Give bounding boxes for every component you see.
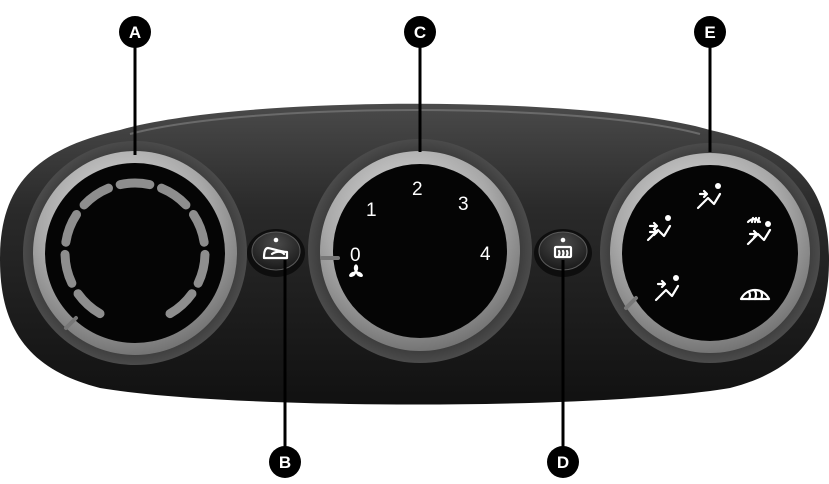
callout-d-label: D — [557, 453, 569, 472]
callout-a: A — [119, 16, 151, 48]
callout-e: E — [694, 16, 726, 48]
air-distribution-knob[interactable] — [600, 143, 820, 363]
callout-a-label: A — [129, 23, 141, 42]
callout-e-label: E — [704, 23, 715, 42]
recirculation-button[interactable] — [247, 229, 305, 277]
callout-c: C — [404, 16, 436, 48]
fan-speed-3: 3 — [458, 194, 469, 215]
callout-c-label: C — [414, 23, 426, 42]
fan-speed-4: 4 — [480, 244, 491, 265]
fan-speed-2: 2 — [412, 179, 423, 200]
fan-speed-knob[interactable]: 0 1 2 3 4 — [308, 139, 532, 363]
callout-b: B — [269, 446, 301, 478]
temperature-segment — [120, 183, 150, 185]
temperature-knob[interactable] — [23, 141, 247, 365]
fan-speed-0: 0 — [350, 245, 361, 266]
callout-b-label: B — [279, 453, 291, 472]
fan-speed-1: 1 — [366, 200, 377, 221]
callout-d: D — [547, 446, 579, 478]
